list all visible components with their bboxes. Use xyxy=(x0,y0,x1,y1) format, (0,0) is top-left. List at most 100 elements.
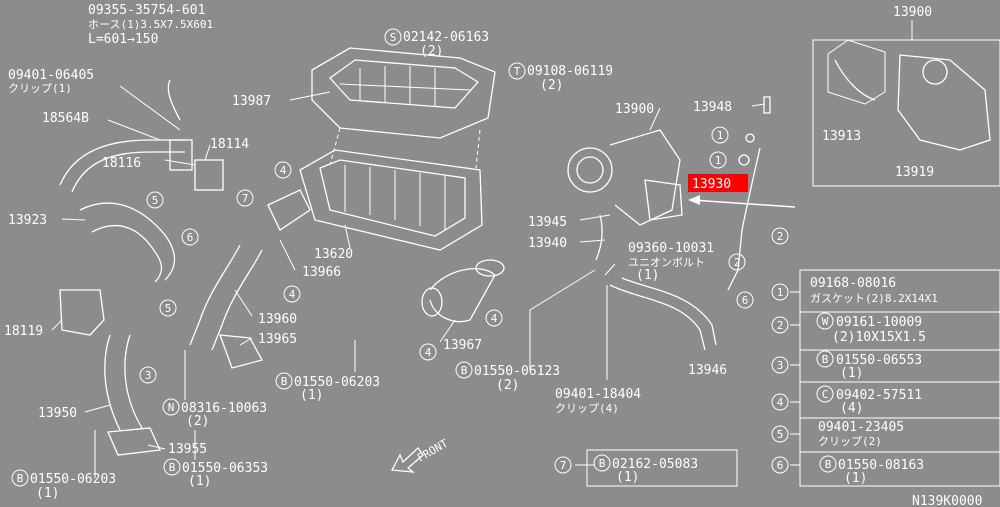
clip4-description: クリップ(4) xyxy=(555,402,619,415)
front-label: FRONT xyxy=(415,437,451,465)
part-13955: 13955 xyxy=(168,442,207,457)
air-box-cover-drawing xyxy=(311,47,496,139)
legend-frames xyxy=(586,269,1000,487)
part-13965: 13965 xyxy=(258,332,297,347)
part-13913: 13913 xyxy=(822,129,861,144)
svg-text:2: 2 xyxy=(777,230,784,243)
legend-5-desc: クリップ(2) xyxy=(818,435,882,448)
svg-text:4: 4 xyxy=(491,312,498,325)
svg-text:B: B xyxy=(281,375,288,388)
inset-labels: 13900 13913 13919 N139K0000 xyxy=(822,5,982,507)
clip-part-number: 09401-06405 xyxy=(8,68,94,83)
s-part-number: 02142-06163 xyxy=(403,30,489,45)
part-13987: 13987 xyxy=(232,94,271,109)
bolt-06203-lower: 01550-06203 xyxy=(30,472,116,487)
svg-text:5: 5 xyxy=(152,194,159,207)
legend-5-pn: 09401-23405 xyxy=(818,420,904,435)
nut-part-number: 08316-10063 xyxy=(181,401,267,416)
upper-left-labels: 09355-35754-601 ホース(1)3.5X7.5X601 L=601→… xyxy=(4,3,249,457)
legend-1-pn: 09168-08016 xyxy=(810,276,896,291)
t-quantity: (2) xyxy=(540,78,563,93)
bolt-06123: 01550-06123 xyxy=(474,364,560,379)
center-labels: 13987 13620 13966 13960 13965 13967 0214… xyxy=(232,30,489,353)
svg-text:B: B xyxy=(599,457,606,470)
clip4-part-number: 09401-18404 xyxy=(555,387,641,402)
turbo-labels: 09108-06119 (2) 13900 13948 13930 13945 … xyxy=(527,64,748,378)
svg-text:T: T xyxy=(514,65,521,78)
legend-3-pn: 01550-06553 xyxy=(836,353,922,368)
hose-length: L=601→150 xyxy=(88,32,158,47)
svg-text:3: 3 xyxy=(777,359,784,372)
part-18119: 18119 xyxy=(4,324,43,339)
bolt-06353-qty: (1) xyxy=(188,474,211,489)
diagram-id: N139K0000 xyxy=(912,494,982,507)
duct-drawing xyxy=(189,189,505,369)
svg-text:4: 4 xyxy=(777,396,784,409)
bolt-06203-upper: 01550-06203 xyxy=(294,375,380,390)
legend-3-desc: (1) xyxy=(840,366,863,381)
part-13967: 13967 xyxy=(443,338,482,353)
leader-lines xyxy=(51,85,800,478)
svg-text:B: B xyxy=(822,353,829,366)
bolt-06203-lower-qty: (1) xyxy=(36,486,59,501)
svg-text:7: 7 xyxy=(560,459,567,472)
part-13946: 13946 xyxy=(688,363,727,378)
part-13940: 13940 xyxy=(528,236,567,251)
part-13966: 13966 xyxy=(302,265,341,280)
svg-text:4: 4 xyxy=(289,288,296,301)
bolt-05083: 02162-05083 xyxy=(612,457,698,472)
union-bolt-part-number: 09360-10031 xyxy=(628,241,714,256)
t-part-number: 09108-06119 xyxy=(527,64,613,79)
svg-text:6: 6 xyxy=(187,231,194,244)
diagram-callouts: 5 6 7 4 5 4 3 4 4 1 1 2 2 6 xyxy=(139,126,789,384)
b-letter: B xyxy=(461,364,468,377)
svg-text:4: 4 xyxy=(425,346,432,359)
legend-2-pn: 09161-10009 xyxy=(836,315,922,330)
bolt-05083-qty: (1) xyxy=(616,470,639,485)
part-13960: 13960 xyxy=(258,312,297,327)
svg-text:5: 5 xyxy=(777,428,784,441)
hose-assembly-drawing xyxy=(59,79,224,456)
turbocharger-drawing xyxy=(567,96,771,351)
svg-text:1: 1 xyxy=(717,129,724,142)
highlight-13930 xyxy=(688,174,748,192)
svg-text:3: 3 xyxy=(145,369,152,382)
hose-part-number: 09355-35754-601 xyxy=(88,3,205,18)
legend-6-pn: 01550-08163 xyxy=(838,458,924,473)
part-13945: 13945 xyxy=(528,215,567,230)
svg-text:N: N xyxy=(168,401,175,414)
part-13919: 13919 xyxy=(895,165,934,180)
part-13950: 13950 xyxy=(38,406,77,421)
intercooler-drawing xyxy=(299,127,483,251)
legend-1-desc: ガスケット(2)8.2X14X1 xyxy=(810,292,938,305)
svg-text:W: W xyxy=(822,315,829,328)
svg-text:B: B xyxy=(17,472,24,485)
legend-4-desc: (4) xyxy=(840,401,863,416)
svg-text:S: S xyxy=(390,31,397,44)
nut-quantity: (2) xyxy=(186,414,209,429)
s-quantity: (2) xyxy=(420,44,443,59)
svg-text:C: C xyxy=(822,388,829,401)
bolt-06353: 01550-06353 xyxy=(182,461,268,476)
part-18116: 18116 xyxy=(102,156,141,171)
part-18114: 18114 xyxy=(210,137,249,152)
inset-part-13900: 13900 xyxy=(893,5,932,20)
bolt-06203-upper-qty: (1) xyxy=(300,388,323,403)
part-18564b: 18564B xyxy=(42,111,89,126)
hose-description: ホース(1)3.5X7.5X601 xyxy=(88,18,213,31)
part-13620: 13620 xyxy=(314,247,353,262)
union-bolt-quantity: (1) xyxy=(636,268,659,283)
clip-description: クリップ(1) xyxy=(8,82,72,95)
bolt-06123-qty: (2) xyxy=(496,378,519,393)
part-13948: 13948 xyxy=(693,100,732,115)
callout-7-box: 7 B 02162-05083 (1) xyxy=(554,454,698,485)
inset-detail-drawing xyxy=(812,39,1000,187)
legend-6-desc: (1) xyxy=(844,471,867,486)
svg-text:1: 1 xyxy=(715,154,722,167)
svg-text:6: 6 xyxy=(777,459,784,472)
svg-text:6: 6 xyxy=(742,294,749,307)
legend-4-pn: 09402-57511 xyxy=(836,388,922,403)
svg-text:1: 1 xyxy=(777,286,784,299)
front-arrow xyxy=(390,447,424,473)
